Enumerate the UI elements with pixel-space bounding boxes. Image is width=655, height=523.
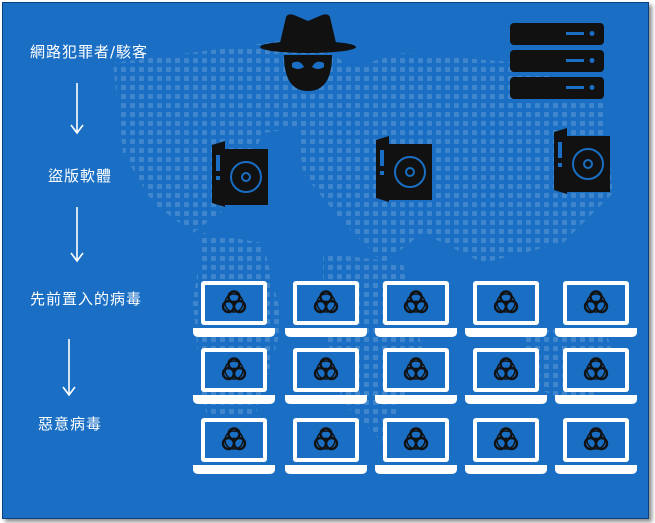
infected-laptop-icon [373, 346, 459, 406]
pirated-software-icon [554, 128, 610, 194]
infected-laptop-icon [193, 416, 277, 476]
infected-laptop-icon [373, 416, 459, 476]
infected-laptop-grid [193, 279, 639, 476]
step-label-preinstalled-virus: 先前置入的病毒 [30, 290, 143, 308]
infected-laptop-icon [553, 279, 639, 339]
hacker-icon [260, 14, 356, 91]
diagram-frame: 網路犯罪者/駭客 盜版軟體 先前置入的病毒 惡意病毒 [2, 2, 649, 519]
infected-laptop-icon [553, 416, 639, 476]
step-label-hacker: 網路犯罪者/駭客 [30, 43, 149, 61]
step-label-pirated-software: 盜版軟體 [48, 167, 113, 185]
down-arrow-icon [70, 83, 84, 135]
pirated-software-icon [376, 136, 432, 202]
infected-laptop-icon [193, 279, 277, 339]
infected-laptop-icon [553, 346, 639, 406]
infected-laptop-icon [463, 346, 549, 406]
down-arrow-icon [62, 339, 76, 397]
pirated-software-icon [212, 141, 268, 207]
server-icon [510, 23, 604, 99]
infected-laptop-icon [463, 279, 549, 339]
infected-laptop-icon [283, 416, 369, 476]
infected-laptop-icon [283, 279, 369, 339]
infected-laptop-icon [193, 346, 277, 406]
step-label-malware: 惡意病毒 [38, 415, 103, 433]
infected-laptop-icon [463, 416, 549, 476]
infected-laptop-icon [373, 279, 459, 339]
infected-laptop-icon [283, 346, 369, 406]
down-arrow-icon [70, 207, 84, 263]
